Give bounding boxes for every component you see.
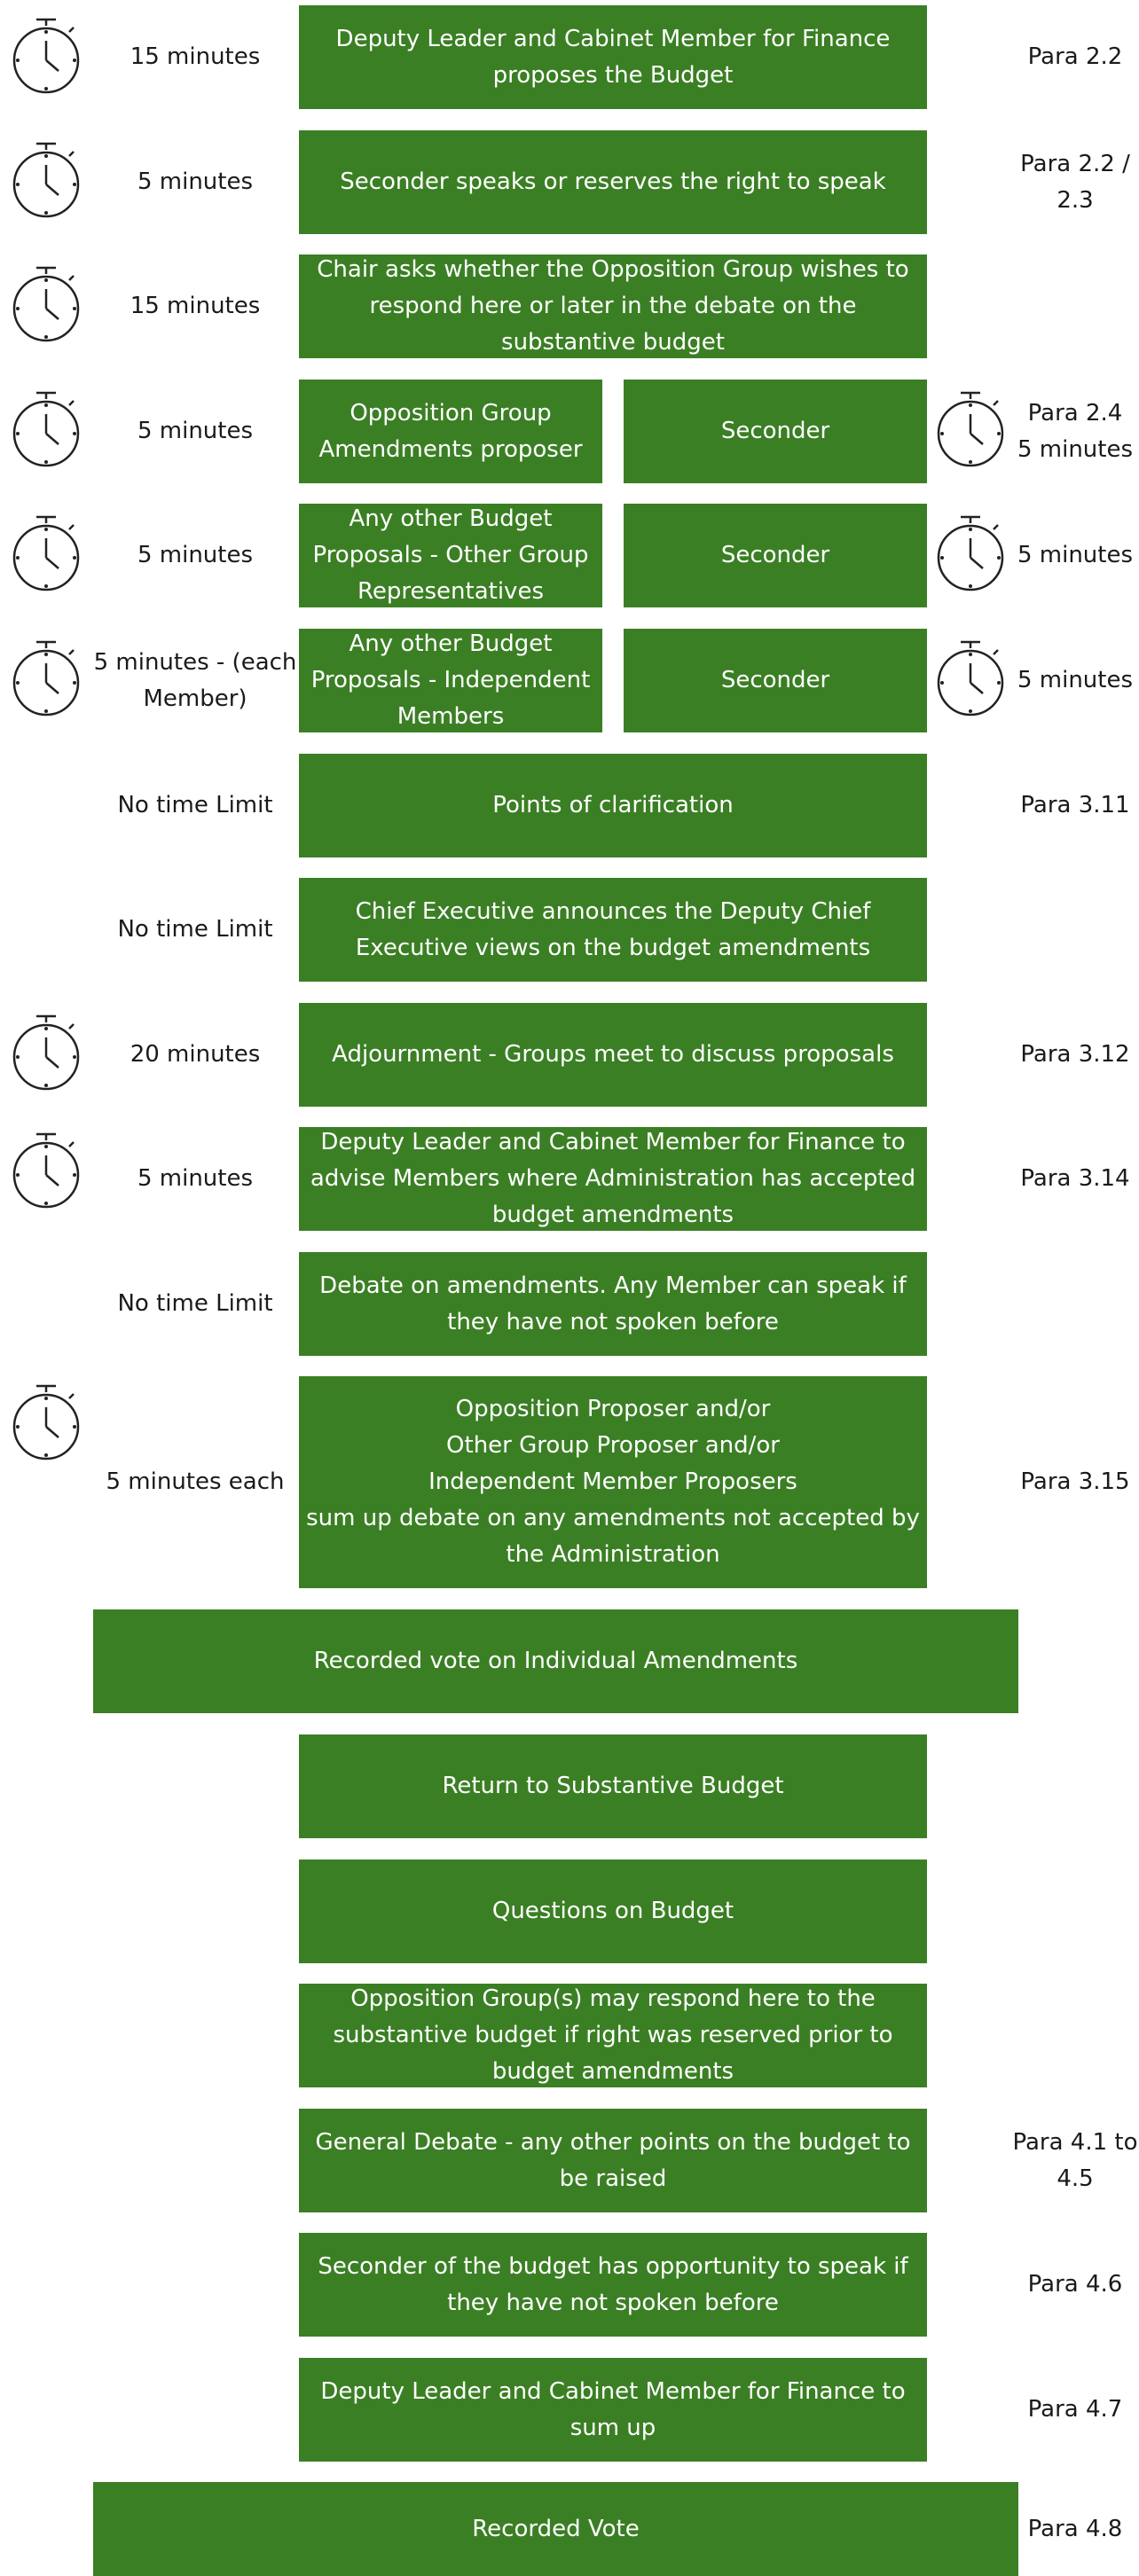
time-limit: 5 minutes - (each Member)	[93, 648, 297, 712]
para-reference: Para 4.1 to 4.5	[1012, 2128, 1138, 2192]
stopwatch-icon	[11, 16, 82, 96]
time-limit: 5 minutes	[137, 1165, 254, 1192]
stopwatch-icon	[11, 140, 82, 220]
stopwatch-icon	[11, 264, 82, 344]
time-limit: 15 minutes	[130, 293, 261, 319]
step-points-of-clarification: Points of clarification	[299, 754, 927, 857]
step-independent-proposals: Any other Budget Proposals - Independent…	[299, 629, 602, 732]
para-reference: Para 4.7	[1027, 2396, 1123, 2423]
para-reference: Para 3.15	[1020, 1468, 1130, 1495]
stopwatch-icon	[935, 389, 1006, 469]
step-opposition-respond: Opposition Group(s) may respond here to …	[299, 1984, 927, 2087]
para-reference: Para 2.2 / 2.3	[1020, 150, 1130, 214]
step-seconder: Seconder	[624, 504, 927, 607]
time-limit: 5 minutes	[137, 168, 254, 195]
stopwatch-icon	[935, 513, 1006, 593]
step-questions-on-budget: Questions on Budget	[299, 1860, 927, 1963]
para-reference: Para 2.2	[1027, 43, 1123, 70]
para-reference: Para 4.6	[1027, 2271, 1123, 2298]
step-chief-executive-views: Chief Executive announces the Deputy Chi…	[299, 878, 927, 982]
para-reference: Para 4.8	[1027, 2515, 1123, 2542]
step-adjournment: Adjournment - Groups meet to discuss pro…	[299, 1003, 927, 1107]
step-seconder-opportunity: Seconder of the budget has opportunity t…	[299, 2233, 927, 2337]
step-seconder: Seconder	[624, 380, 927, 483]
step-seconder: Seconder	[624, 629, 927, 732]
stopwatch-icon	[11, 1382, 82, 1462]
para-reference: 5 minutes	[1017, 542, 1134, 568]
stopwatch-icon	[11, 1131, 82, 1210]
stopwatch-icon	[11, 513, 82, 593]
time-limit: No time Limit	[117, 916, 273, 943]
step-recorded-vote: Recorded Vote	[93, 2482, 1018, 2576]
step-opposition-amendments: Opposition Group Amendments proposer	[299, 380, 602, 483]
para-reference: Para 3.12	[1020, 1041, 1130, 1068]
para-reference: Para 3.14	[1020, 1165, 1130, 1192]
time-limit: 15 minutes	[130, 43, 261, 70]
time-limit: No time Limit	[117, 1290, 273, 1317]
step-seconder-speaks: Seconder speaks or reserves the right to…	[299, 130, 927, 234]
time-limit: 20 minutes	[130, 1041, 261, 1068]
step-sum-up-budget: Deputy Leader and Cabinet Member for Fin…	[299, 2358, 927, 2462]
time-limit: 5 minutes each	[106, 1468, 285, 1495]
step-debate-on-amendments: Debate on amendments. Any Member can spe…	[299, 1252, 927, 1356]
stopwatch-icon	[11, 389, 82, 469]
stopwatch-icon	[935, 638, 1006, 718]
stopwatch-icon	[11, 1013, 82, 1092]
time-limit: 5 minutes	[137, 542, 254, 568]
para-reference: Para 3.11	[1020, 792, 1130, 818]
para-reference: 5 minutes	[1017, 667, 1134, 693]
step-other-group-proposals: Any other Budget Proposals - Other Group…	[299, 504, 602, 607]
step-accepted-amendments: Deputy Leader and Cabinet Member for Fin…	[299, 1127, 927, 1231]
step-chair-asks-opposition: Chair asks whether the Opposition Group …	[299, 254, 927, 358]
time-limit: No time Limit	[117, 792, 273, 818]
step-recorded-vote-amendments: Recorded vote on Individual Amendments	[93, 1609, 1018, 1713]
stopwatch-icon	[11, 638, 82, 718]
step-sum-up-amendments: Opposition Proposer and/or Other Group P…	[299, 1376, 927, 1588]
para-reference: Para 2.4 5 minutes	[1017, 399, 1134, 463]
step-general-debate: General Debate - any other points on the…	[299, 2109, 927, 2212]
time-limit: 5 minutes	[137, 418, 254, 444]
step-return-to-budget: Return to Substantive Budget	[299, 1734, 927, 1838]
step-propose-budget: Deputy Leader and Cabinet Member for Fin…	[299, 5, 927, 109]
